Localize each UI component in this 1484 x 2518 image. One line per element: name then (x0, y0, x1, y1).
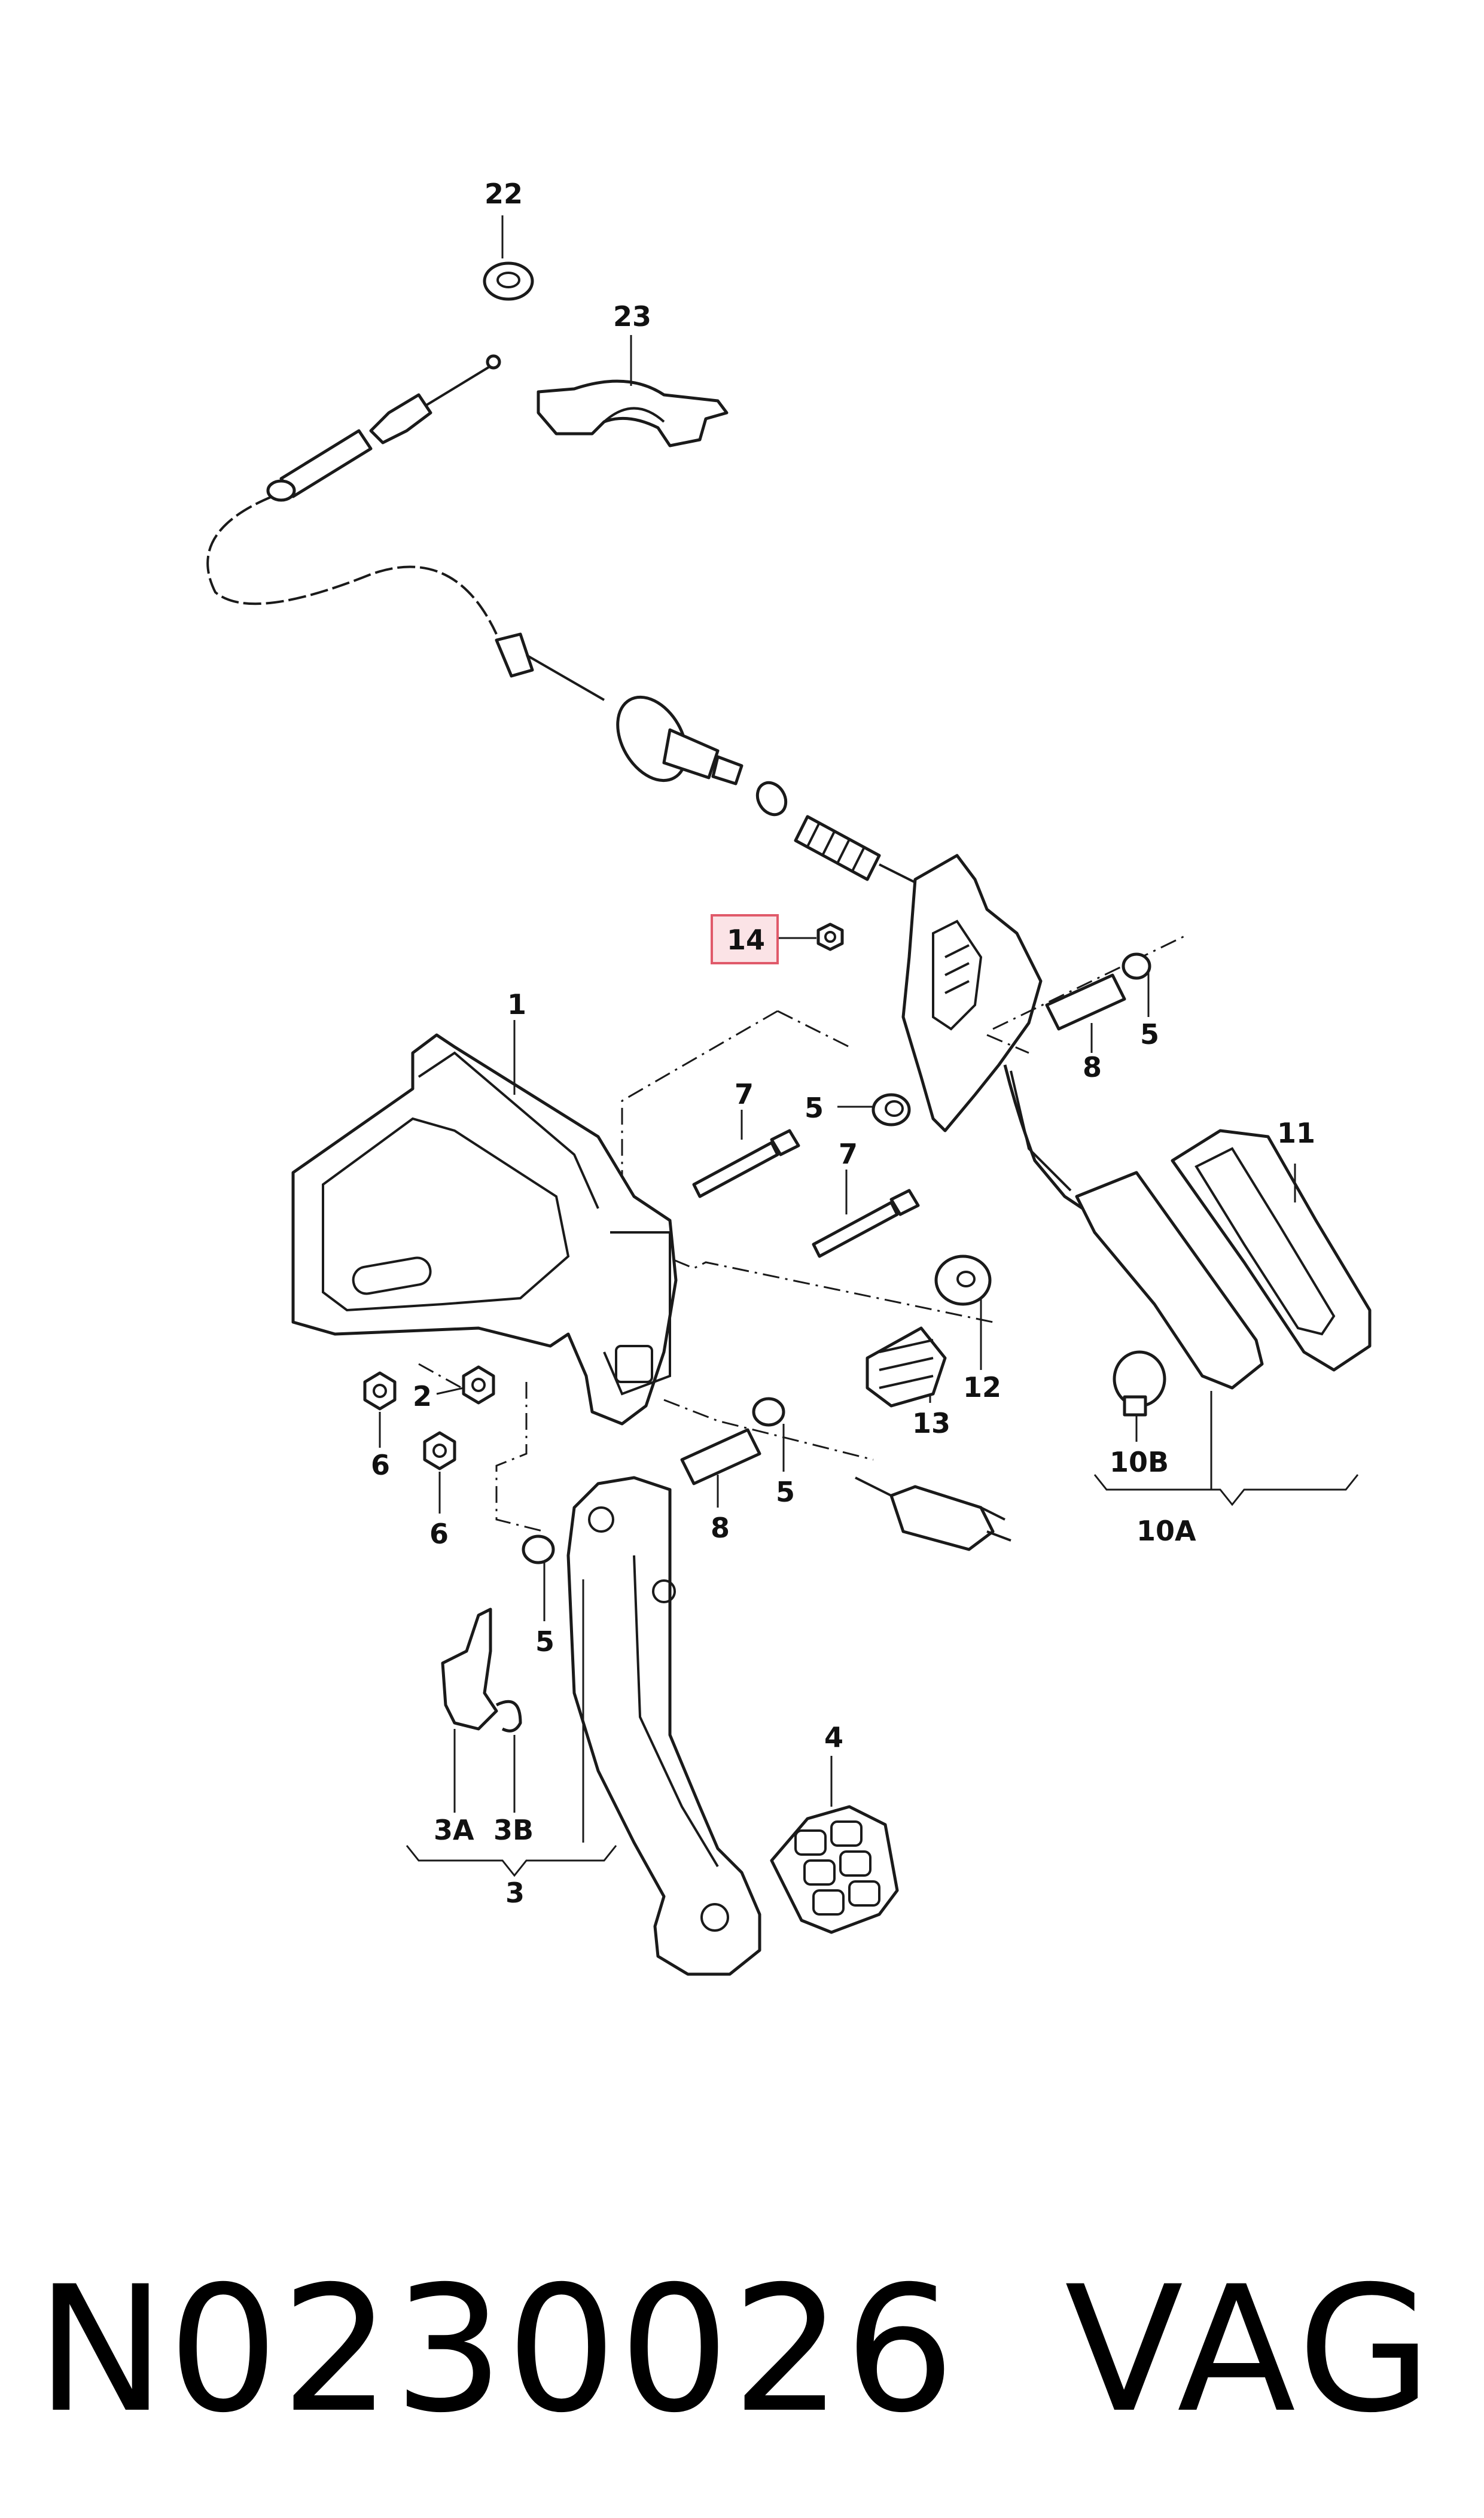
brand-label: VAG (1065, 2249, 1437, 2451)
part-2-nut-a (363, 1371, 397, 1448)
switch-connector (855, 1476, 1011, 1551)
footer: N0230026 VAG (0, 2249, 1484, 2451)
part-6-nut (423, 1431, 456, 1514)
part-1-pedal-bracket (291, 1020, 678, 1426)
callout-11: 11 (1277, 1117, 1315, 1149)
callout-7b: 7 (839, 1138, 858, 1170)
callout-23: 23 (613, 300, 651, 333)
accelerator-pedal-module (901, 854, 1264, 1390)
callout-13: 13 (912, 1407, 950, 1439)
throttle-cable (206, 354, 916, 884)
part-3B-spring (495, 1700, 522, 1813)
callout-5a: 5 (805, 1092, 824, 1124)
callout-12: 12 (963, 1371, 1001, 1403)
part-2-nut-b (436, 1365, 495, 1405)
callout-10A: 10A (1136, 1515, 1196, 1547)
callout-22: 22 (484, 178, 523, 210)
part-12-buffer (934, 1255, 992, 1370)
part-8-sleeve-b (680, 1428, 761, 1508)
part-5-bushing-d (522, 1534, 555, 1621)
callout-4: 4 (824, 1721, 843, 1753)
callout-2: 2 (413, 1380, 432, 1412)
callout-6a: 6 (371, 1449, 390, 1481)
part-8-sleeve-a (1045, 973, 1126, 1053)
callout-8a: 8 (1083, 1051, 1102, 1083)
part-number: N0230026 (36, 2249, 958, 2451)
callout-7a: 7 (735, 1078, 754, 1110)
callout-3: 3 (505, 1877, 525, 1909)
callout-labels: 22 23 14 1 7 5 7 8 5 11 12 13 2 6 6 8 5 … (371, 178, 1315, 1909)
part-7-bolt-a (692, 1110, 800, 1198)
part-5-bushing-b (1122, 952, 1151, 1017)
part-4-pedal-rubber (770, 1756, 899, 1934)
part-7-bolt-b (812, 1170, 920, 1258)
callout-3B: 3B (493, 1814, 534, 1846)
part-22-grommet (483, 215, 534, 301)
callout-5c: 5 (776, 1476, 795, 1508)
part-5-bushing-c (752, 1397, 785, 1472)
part-5-bushing-a (837, 1093, 911, 1126)
callout-3A: 3A (434, 1814, 474, 1846)
callout-14: 14 (727, 924, 765, 956)
part-3-clutch-pedal (566, 1476, 761, 1976)
part-11-pedal-pad (1171, 1129, 1372, 1372)
callout-6b: 6 (429, 1518, 449, 1550)
part-13-switch (866, 1326, 947, 1408)
callout-10B: 10B (1110, 1446, 1169, 1478)
callout-1: 1 (507, 988, 526, 1021)
callout-14-highlight (711, 914, 779, 964)
callout-5d: 5 (535, 1625, 554, 1658)
callout-5b: 5 (1140, 1018, 1159, 1051)
part-14-nut (778, 922, 844, 951)
part-3A-clip (441, 1607, 498, 1813)
part-10A-bracket-group (1093, 1391, 1359, 1506)
part-10B-lamp (1113, 1350, 1166, 1442)
callout-8b: 8 (711, 1512, 730, 1544)
part-23-cable-bracket (537, 335, 729, 447)
part-3-group-bracket (406, 1579, 617, 1877)
